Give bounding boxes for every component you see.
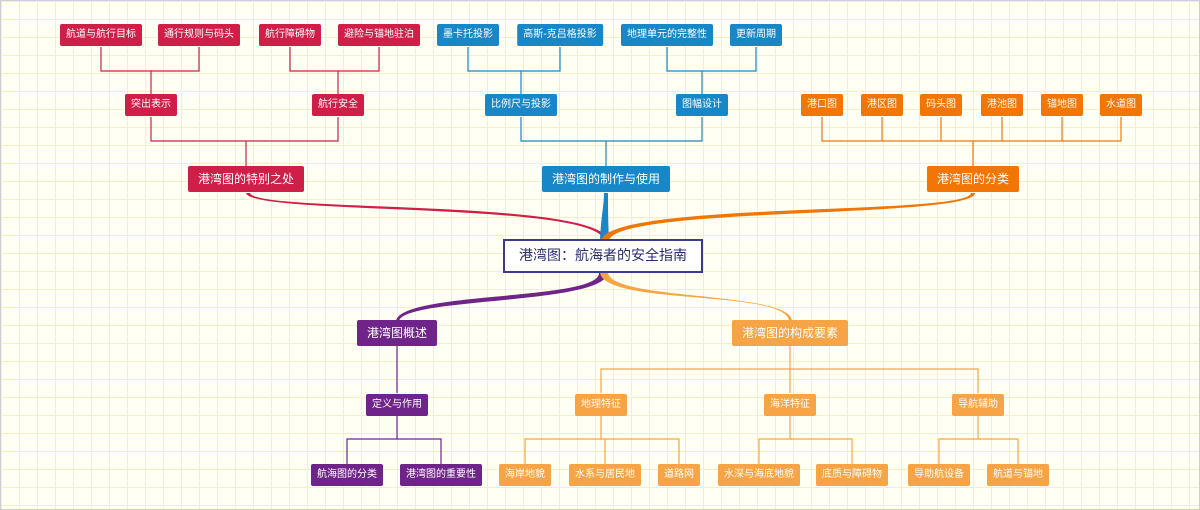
elements-item-aids[interactable]: 导助航设备 [908,464,970,486]
overview-group-definition[interactable]: 定义与作用 [366,394,428,416]
features-item-channels[interactable]: 航道与航行目标 [60,24,142,46]
making-item-mercator[interactable]: 墨卡托投影 [437,24,499,46]
elements-item-water-settlement[interactable]: 水系与居民地 [569,464,641,486]
elements-item-coast[interactable]: 海岸地貌 [499,464,551,486]
features-group-highlight[interactable]: 突出表示 [125,94,177,116]
making-group-scale[interactable]: 比例尺与投影 [485,94,557,116]
making-group-layout[interactable]: 图幅设计 [676,94,728,116]
classes-item-anchorage[interactable]: 锚地图 [1041,94,1083,116]
branch-overview[interactable]: 港湾图概述 [356,320,438,346]
features-item-obstacles[interactable]: 航行障碍物 [259,24,321,46]
features-group-safety[interactable]: 航行安全 [312,94,364,116]
making-item-update[interactable]: 更新周期 [730,24,782,46]
main-branch-features [246,193,609,241]
elements-item-seabed[interactable]: 底质与障碍物 [816,464,888,486]
features-item-anchorage[interactable]: 避险与锚地驻泊 [338,24,420,46]
making-item-integrity[interactable]: 地理单元的完整性 [621,24,713,46]
overview-item-classification[interactable]: 航海图的分类 [311,464,383,486]
classes-item-basin[interactable]: 港池图 [981,94,1023,116]
main-branch-classes [601,193,975,241]
elements-item-roads[interactable]: 道路网 [658,464,700,486]
elements-group-geography[interactable]: 地理特征 [575,394,627,416]
root-node[interactable]: 港湾图：航海者的安全指南 [503,239,703,273]
elements-item-depth[interactable]: 水深与海底地貌 [718,464,800,486]
branch-classes[interactable]: 港湾图的分类 [926,166,1020,192]
branch-elements[interactable]: 港湾图的构成要素 [731,320,849,346]
elements-item-channel-anchorage[interactable]: 航道与锚地 [987,464,1049,486]
main-branch-overview [396,273,608,321]
elements-group-navigation[interactable]: 导航辅助 [952,394,1004,416]
classes-item-wharf[interactable]: 码头图 [920,94,962,116]
classes-item-waterway[interactable]: 水道图 [1100,94,1142,116]
main-branch-making [600,193,609,241]
classes-item-port[interactable]: 港口图 [801,94,843,116]
classes-item-harbor-area[interactable]: 港区图 [861,94,903,116]
making-item-gauss[interactable]: 高斯-克吕格投影 [517,24,603,46]
branch-features[interactable]: 港湾图的特别之处 [187,166,305,192]
elements-group-ocean[interactable]: 海洋特征 [764,394,816,416]
features-item-rules[interactable]: 通行规则与码头 [158,24,240,46]
main-branch-elements [600,273,792,321]
branch-making[interactable]: 港湾图的制作与使用 [541,166,671,192]
overview-item-importance[interactable]: 港湾图的重要性 [400,464,482,486]
